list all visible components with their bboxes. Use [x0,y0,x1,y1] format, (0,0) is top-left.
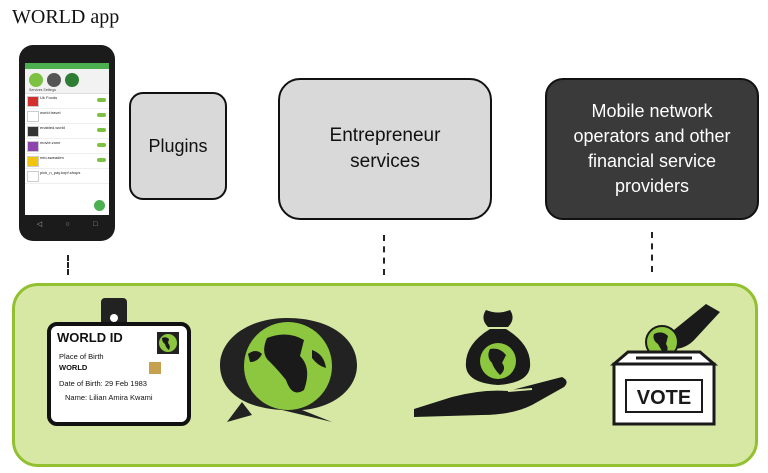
list-item-name: enabled.world [40,125,65,130]
status-pill [97,158,106,162]
mno-label-line: operators and other [573,126,731,146]
list-item-name: pick_n_pay.kopf.shops [40,170,81,175]
entrepreneur-label-line: services [350,151,420,172]
avatar [29,73,43,87]
app-thumb-icon [27,96,39,107]
list-item: pick_n_pay.kopf.shops [25,169,109,184]
phone-fab-icon [94,200,105,211]
entrepreneur-label-line: Entrepreneur [329,125,441,146]
phone-icon: Services Settings Uk Foods world.travel en… [19,45,115,241]
money-bag-hand-icon [414,310,567,417]
status-pill [97,113,106,117]
avatar [47,73,61,87]
status-pill [97,143,106,147]
list-item: mtn.sweaden [25,154,109,169]
list-item-name: mtn.sweaden [40,155,64,160]
plugins-label: Plugins [148,135,208,156]
date-of-birth: Date of Birth: 29 Feb 1983 [59,379,147,388]
holder-name: Name: Lilian Amira Kwami [65,393,153,402]
list-item-name: Uk Foods [40,95,58,100]
phone-header: Services Settings [25,69,109,94]
recent-icon: □ [93,220,98,228]
phone-status-bar [25,63,109,69]
status-pill [97,128,106,132]
mno-label-line: providers [614,176,689,196]
diagram-title: WORLD app [12,6,120,28]
app-thumb-icon [27,156,39,167]
speech-globe-icon [220,318,357,422]
place-of-birth-value: WORLD [59,363,88,372]
status-pill [97,98,106,102]
list-item: world.travel [25,109,109,124]
globe-icon [157,332,179,354]
list-item: movie.zone [25,139,109,154]
vote-label: VOTE [637,387,691,409]
mno-label-line: financial service [587,151,717,171]
photo-icon [149,362,161,374]
place-of-birth-label: Place of Birth [59,352,104,361]
back-icon: ◁ [36,221,43,228]
connector-line [67,255,69,275]
connector-line [651,232,653,272]
phone-screen: Services Settings Uk Foods world.travel en… [25,63,109,215]
list-item: Uk Foods [25,94,109,109]
list-item: enabled.world [25,124,109,139]
mobile-network-operators-box: Mobile network operators and other finan… [545,78,759,220]
list-item-name: world.travel [40,110,61,115]
plugins-box: Plugins [129,92,227,200]
connector-line [383,235,385,275]
phone-list: Uk Foods world.travel enabled.world movie.z… [25,94,109,184]
app-thumb-icon [27,126,39,137]
list-item-name: movie.zone [40,140,61,145]
id-card-icon: WORLD ID Place of Birth WORLD Date of Bi… [47,322,191,426]
avatar [65,73,79,87]
home-icon: ○ [65,220,70,228]
phone-nav-bar: ◁ ○ □ [25,217,109,231]
entrepreneur-services-box: Entrepreneur services [278,78,492,220]
mno-label-line: Mobile network [591,101,713,121]
app-thumb-icon [27,111,39,122]
app-thumb-icon [27,171,39,182]
vote-box-icon: VOTE [609,304,720,426]
app-thumb-icon [27,141,39,152]
id-card-title: WORLD ID [57,330,123,345]
phone-header-labels: Services Settings [29,88,57,92]
